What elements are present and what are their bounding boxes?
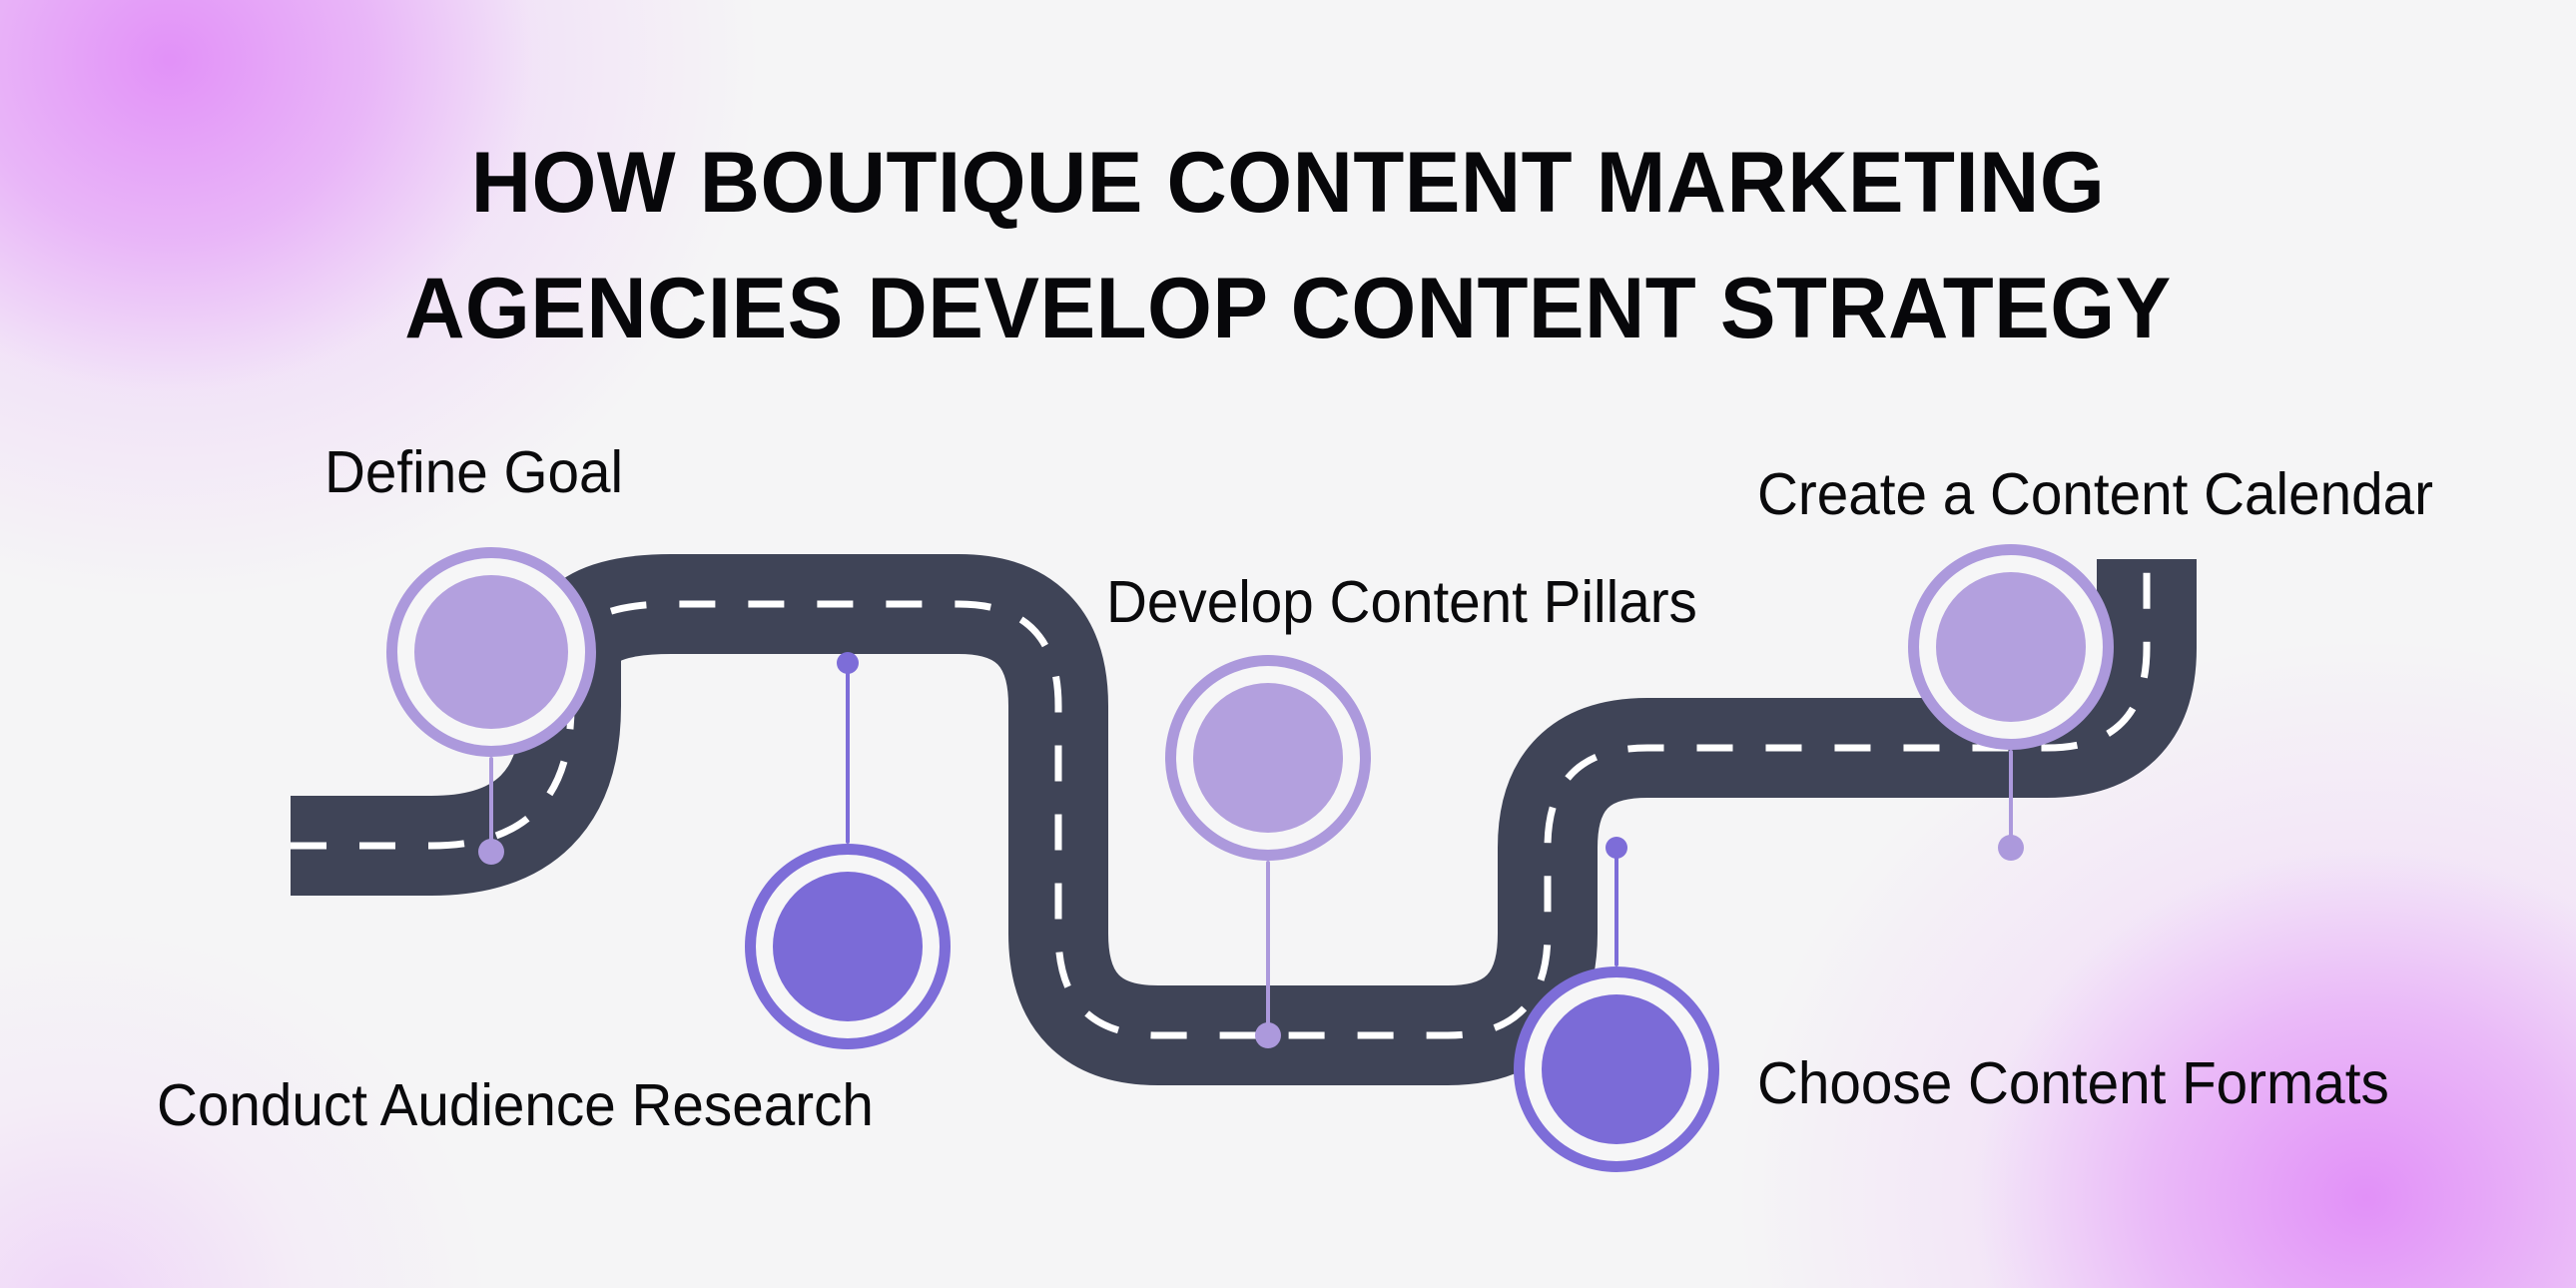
milestone-connector-5 [2009, 750, 2013, 848]
milestone-label-2: Conduct Audience Research [157, 1072, 874, 1138]
milestone-disc-2 [773, 872, 923, 1021]
milestone-disc-5 [1936, 572, 2086, 722]
milestone-anchor-dot-5 [1998, 835, 2024, 861]
milestone-label-1: Define Goal [324, 439, 624, 505]
milestone-disc-3 [1193, 683, 1343, 833]
milestone-connector-3 [1266, 861, 1270, 1035]
title-line-2: AGENCIES DEVELOP CONTENT STRATEGY [404, 261, 2172, 356]
milestone-anchor-dot-3 [1255, 1022, 1281, 1048]
milestone-connector-4 [1614, 848, 1618, 966]
title-line-1: HOW BOUTIQUE CONTENT MARKETING [470, 135, 2106, 231]
milestone-anchor-dot-2 [837, 652, 859, 674]
milestone-label-4: Choose Content Formats [1757, 1050, 2389, 1116]
milestone-connector-1 [489, 757, 493, 852]
milestone-connector-2 [846, 663, 850, 844]
page-title: HOW BOUTIQUE CONTENT MARKETING AGENCIES … [0, 120, 2576, 371]
milestone-disc-4 [1542, 994, 1691, 1144]
milestone-label-5: Create a Content Calendar [1757, 461, 2433, 527]
milestone-anchor-dot-4 [1606, 837, 1627, 859]
milestone-label-3: Develop Content Pillars [1106, 569, 1697, 635]
milestone-disc-1 [414, 575, 568, 729]
milestone-anchor-dot-1 [478, 839, 504, 865]
